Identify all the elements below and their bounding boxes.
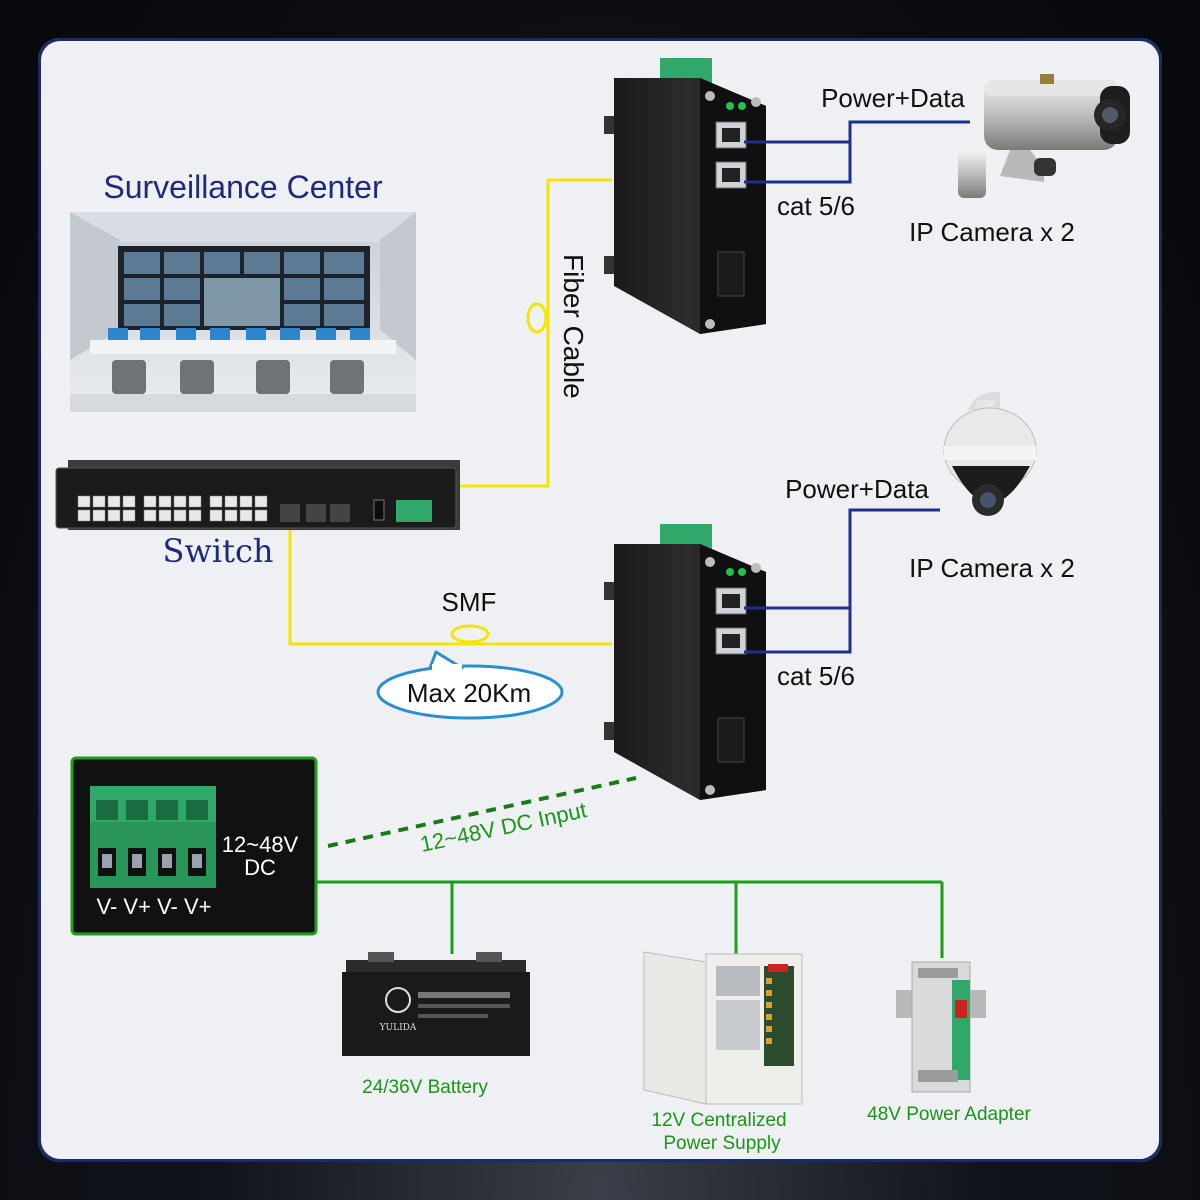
media-converter-top [604,58,766,334]
terminal-block-inset [70,756,318,936]
ip-camera-label-bottom: IP Camera x 2 [909,553,1075,583]
cat-label-bottom: cat 5/6 [777,661,855,691]
battery-label: 24/36V Battery [362,1077,488,1098]
fiber-cable-label: Fiber Cable [558,254,589,399]
ip-camera-label-top: IP Camera x 2 [909,217,1075,247]
terminal-pins-label: V- V+ V- V+ [97,894,212,919]
battery-image: YULIDA [342,952,530,1056]
power-data-label-bottom: Power+Data [785,474,929,504]
media-converter-bottom [604,524,766,800]
power-bus-lines [316,880,944,958]
surveillance-center-title: Surveillance Center [103,169,383,205]
dc-input-label: 12~48V DC Input [418,797,589,857]
centralized-supply-label-line2: Power Supply [663,1133,781,1154]
surveillance-room-image [70,212,416,412]
ptz-dome-camera [943,391,1037,516]
fiber-cable-top [454,178,612,488]
switch-label: Switch [163,532,274,570]
bullet-camera [958,74,1130,198]
din-rail-power-adapter-image [896,961,986,1093]
smf-label: SMF [442,587,497,617]
ethernet-lines-bottom [744,508,940,654]
terminal-dc-label: DC [244,855,276,880]
power-data-label-top: Power+Data [821,83,965,113]
fiber-cable-bottom [288,528,612,646]
max-distance-label: Max 20Km [407,678,531,708]
ethernet-lines-top [744,120,970,184]
power-adapter-label: 48V Power Adapter [867,1104,1031,1125]
centralized-power-supply-image [643,951,803,1105]
cat-label-top: cat 5/6 [777,191,855,221]
max-distance-callout [376,650,564,720]
battery-brand-text: YULIDA [379,1023,417,1033]
rack-switch [55,460,460,530]
centralized-supply-label-line1: 12V Centralized [651,1110,786,1131]
terminal-voltage-label: 12~48V [222,832,299,857]
